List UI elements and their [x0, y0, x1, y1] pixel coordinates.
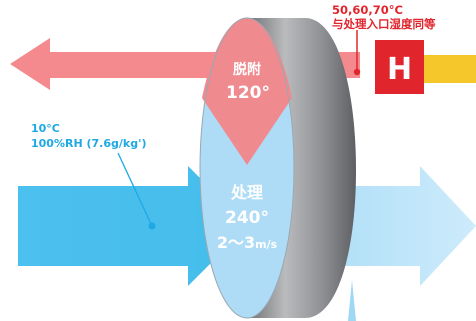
process-zone-label: 处理	[230, 183, 263, 202]
regen-zone-angle: 120°	[226, 83, 270, 103]
regen-temp-note-line2: 与处理入口湿度同等	[332, 17, 436, 31]
process-air-inlet-arrow	[18, 166, 248, 286]
outlet-pointer-wedge	[348, 280, 356, 321]
inlet-condition-line2: 100%RH (7.6g/kg')	[31, 137, 146, 150]
regen-temp-note-line1: 50,60,70°C	[332, 3, 403, 17]
regen-zone-label: 脱附	[233, 61, 261, 78]
rotor-face-regen-zone	[202, 18, 292, 165]
heater-label: H	[387, 52, 412, 87]
inlet-pointer-line	[117, 152, 153, 227]
process-zone-angle: 240°	[225, 208, 269, 228]
heater-box	[375, 40, 424, 94]
inlet-pointer-dot	[148, 222, 156, 230]
inlet-condition-line1: 10°C	[31, 122, 60, 135]
heater-duct	[424, 55, 476, 83]
process-zone-velocity: 2～3m/s	[217, 233, 278, 252]
rotor-face-outline	[199, 17, 295, 319]
regen-pointer-dot	[353, 68, 361, 76]
